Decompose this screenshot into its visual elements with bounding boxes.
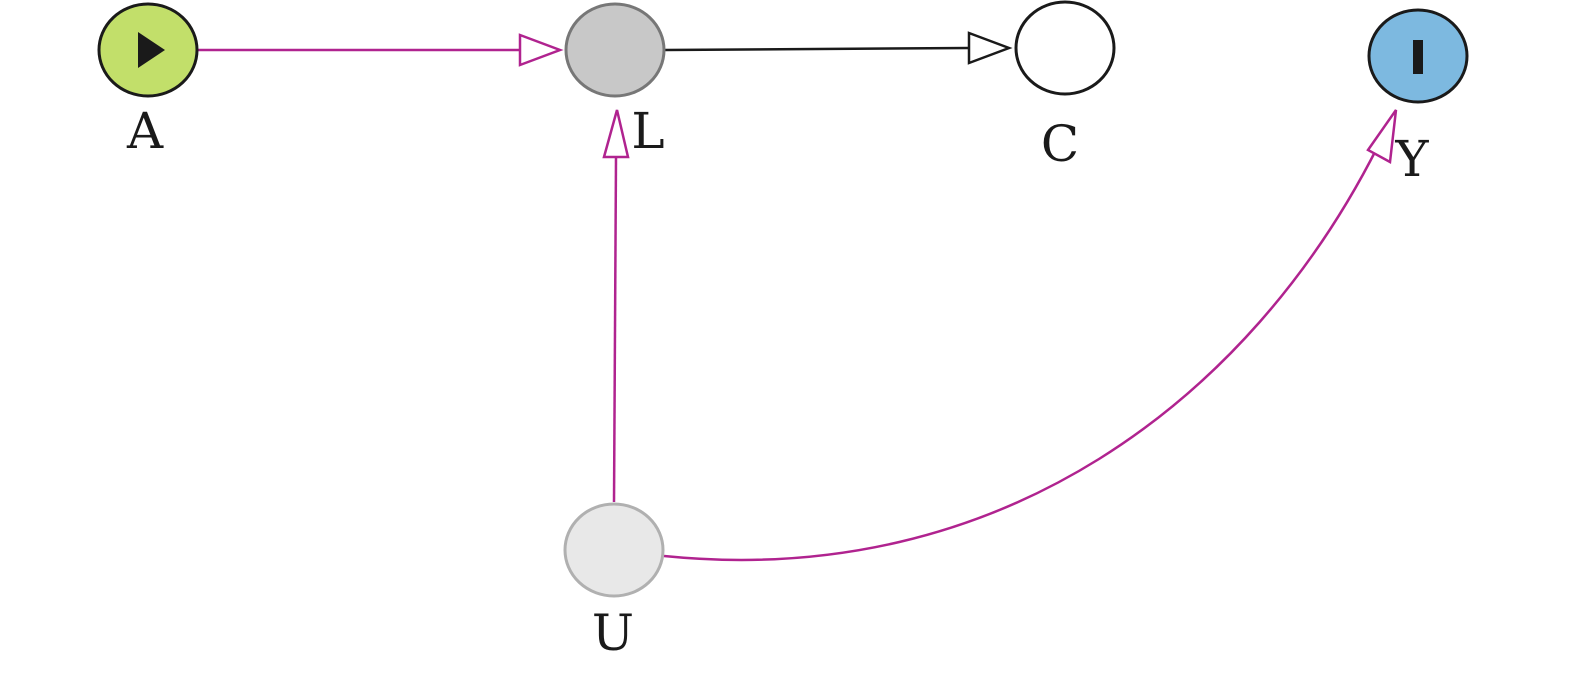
node-l-label: L <box>631 102 664 160</box>
edge-u-to-l-line <box>612 156 618 503</box>
node-y: Y <box>1367 8 1469 188</box>
nodes: A L C Y U <box>97 0 1469 662</box>
node-c: C <box>1014 0 1116 173</box>
node-l: L <box>564 2 666 160</box>
node-a: A <box>97 2 199 160</box>
edge-u-to-y-curve <box>663 145 1380 562</box>
edge-u-to-l <box>602 109 630 503</box>
node-a-label: A <box>126 102 164 160</box>
node-c-circle <box>1014 0 1116 96</box>
edge-a-to-l-arrowhead <box>518 33 564 67</box>
edge-a-to-l <box>198 33 564 67</box>
edge-l-to-c <box>664 31 1013 65</box>
node-y-label: Y <box>1394 130 1429 188</box>
edges <box>198 31 1398 562</box>
node-l-circle <box>564 2 666 98</box>
edge-l-to-c-line <box>664 46 970 52</box>
edge-u-to-l-arrowhead <box>602 109 630 159</box>
edge-u-to-y <box>663 109 1398 562</box>
node-u-circle <box>563 502 665 598</box>
play-icon <box>138 32 165 68</box>
edge-l-to-c-arrowhead <box>967 31 1013 65</box>
node-c-label: C <box>1041 115 1079 173</box>
bar-icon <box>1413 40 1423 74</box>
node-u: U <box>563 502 665 662</box>
edge-u-to-y-arrowhead <box>1366 109 1398 164</box>
node-u-label: U <box>592 604 634 662</box>
